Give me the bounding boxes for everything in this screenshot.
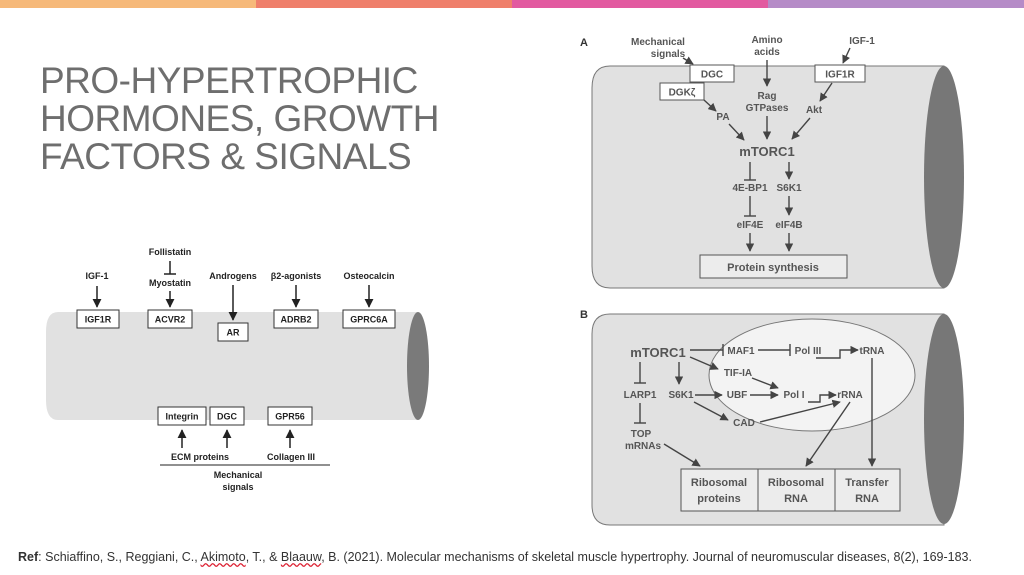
receptor-adrb2: ADRB2 [280, 315, 311, 325]
b-mtorc1: mTORC1 [630, 345, 685, 360]
label-signals: signals [222, 482, 253, 492]
a-igf1r: IGF1R [825, 70, 855, 81]
a-eif4b: eIF4B [775, 220, 802, 231]
a-eif4e: eIF4E [737, 220, 764, 231]
left-muscle-diagram [46, 312, 429, 420]
b-out3-line1: Transfer [845, 477, 889, 489]
receptor-ar: AR [227, 328, 240, 338]
left-input-myostatin: Myostatin [149, 278, 191, 288]
a-protein-synthesis: Protein synthesis [727, 262, 819, 274]
label-collagen-iii: Collagen III [267, 452, 315, 462]
title-line-1: PRO-HYPERTROPHIC [40, 60, 418, 101]
b-out3-line2: RNA [855, 493, 879, 505]
b-tifia: TIF-IA [724, 368, 752, 379]
title-line-3: FACTORS & SIGNALS [40, 136, 412, 177]
panel-a-letter: A [580, 37, 588, 49]
b-larp1: LARP1 [624, 390, 657, 401]
a-pa: PA [716, 112, 729, 123]
a-amino-line2: acids [754, 47, 780, 58]
a-mech-line1: Mechanical [631, 37, 685, 48]
b-top-line2: mRNAs [625, 441, 662, 452]
left-receptor-boxes: IGF1R ACVR2 AR ADRB2 GPRC6A Integrin DGC… [76, 309, 396, 426]
b-out2-line2: RNA [784, 493, 808, 505]
b-maf1: MAF1 [727, 346, 755, 357]
a-amino-line1: Amino [751, 35, 782, 46]
b-pol1: Pol I [783, 390, 804, 401]
left-input-follistatin: Follistatin [149, 247, 192, 257]
left-input-igf1: IGF-1 [85, 271, 108, 281]
b-out1-line1: Ribosomal [691, 477, 747, 489]
panel-b-arrows [634, 344, 877, 467]
receptor-gprc6a: GPRC6A [350, 315, 388, 325]
a-igf1: IGF-1 [849, 36, 875, 47]
color-bar-segment-4 [768, 0, 1024, 8]
left-arrows-top [92, 261, 374, 321]
top-color-bar [0, 0, 1024, 8]
b-out1-line2: proteins [697, 493, 740, 505]
a-mech-line2: signals [651, 49, 686, 60]
left-labels: IGF-1 Follistatin Myostatin Androgens β2… [85, 247, 394, 288]
ref-author-blaauw: Blaauw [280, 550, 322, 564]
ref-label: Ref [18, 550, 39, 564]
box-dgc: DGC [217, 412, 238, 422]
b-trna: tRNA [860, 346, 885, 357]
panel-b-labels: mTORC1 MAF1 Pol III tRNA TIF-IA LARP1 S6… [624, 345, 901, 512]
b-cad: CAD [733, 418, 755, 429]
ref-text-b: , T., & [245, 550, 281, 564]
color-bar-segment-3 [512, 0, 768, 8]
color-bar-segment-1 [0, 0, 256, 8]
b-top-line1: TOP [631, 429, 652, 440]
box-integrin: Integrin [166, 412, 199, 422]
left-input-osteocalcin: Osteocalcin [343, 271, 394, 281]
slide-title: PRO-HYPERTROPHIC HORMONES, GROWTH FACTOR… [40, 62, 500, 176]
panel-b-letter: B [580, 309, 588, 321]
b-ubf: UBF [727, 390, 748, 401]
a-mtorc1: mTORC1 [739, 144, 794, 159]
label-mechanical: Mechanical [214, 470, 263, 480]
panel-a-muscle [591, 65, 964, 289]
a-rag-line1: Rag [758, 91, 777, 102]
b-out2-line1: Ribosomal [768, 477, 824, 489]
receptor-acvr2: ACVR2 [155, 315, 186, 325]
a-4ebp1: 4E-BP1 [732, 183, 767, 194]
panel-a-labels: Mechanical signals Amino acids IGF-1 DGC… [631, 35, 875, 279]
ref-author-akimoto: Akimoto [200, 550, 246, 564]
left-input-b2-agonists: β2-agonists [271, 271, 322, 281]
a-dgc: DGC [701, 70, 723, 81]
panel-a-arrows [682, 47, 851, 252]
title-line-2: HORMONES, GROWTH [40, 98, 439, 139]
reference-citation: Ref: Schiaffino, S., Reggiani, C., Akimo… [18, 550, 972, 564]
a-akt: Akt [806, 105, 823, 116]
left-arrows-bottom [160, 429, 330, 466]
label-ecm-proteins: ECM proteins [171, 452, 229, 462]
a-dgkz: DGKζ [669, 88, 696, 99]
ref-text-c: , B. (2021). Molecular mechanisms of ske… [321, 550, 972, 564]
receptor-igf1r: IGF1R [85, 315, 112, 325]
b-rrna: rRNA [837, 390, 863, 401]
b-pol3: Pol III [795, 346, 822, 357]
b-s6k1: S6K1 [668, 390, 693, 401]
box-gpr56: GPR56 [275, 412, 305, 422]
a-s6k1: S6K1 [776, 183, 801, 194]
a-rag-line2: GTPases [746, 103, 789, 114]
left-input-androgens: Androgens [209, 271, 257, 281]
color-bar-segment-2 [256, 0, 512, 8]
ref-text-a: : Schiaffino, S., Reggiani, C., [38, 550, 201, 564]
left-bottom-labels: ECM proteins Collagen III Mechanical sig… [171, 452, 315, 492]
